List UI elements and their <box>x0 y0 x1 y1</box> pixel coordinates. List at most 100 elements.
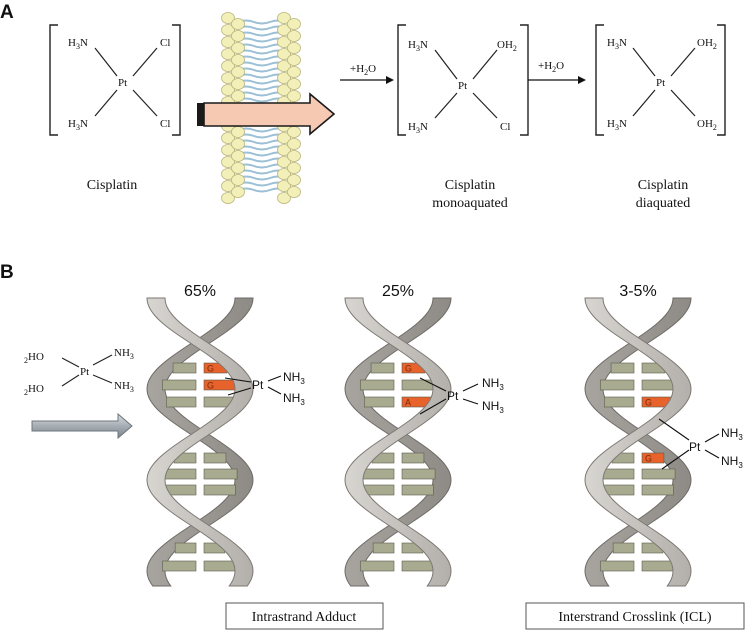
platinum-atom: Pt <box>447 389 459 403</box>
crosslink-percent: 3-5% <box>619 283 656 300</box>
base-pair <box>166 396 197 408</box>
base-pair <box>401 560 436 572</box>
lipid-head <box>231 162 245 174</box>
lipid-head <box>277 168 291 180</box>
lipid-head <box>287 90 301 102</box>
lipid-tail <box>237 97 287 103</box>
lipid-head <box>231 150 245 162</box>
lipid-head <box>287 54 301 66</box>
chloride-ligand: Cl <box>500 121 510 133</box>
nucleotide-label: G <box>405 364 412 374</box>
base-pair <box>360 379 395 391</box>
left-bracket <box>397 24 406 136</box>
base-pair <box>641 468 676 480</box>
dna-helix-intrastrand-gg: GG <box>146 297 254 587</box>
base-pair <box>600 379 635 391</box>
lipid-head <box>287 186 301 198</box>
platinum-atom: Pt <box>80 366 89 378</box>
lipid-head <box>221 48 235 60</box>
bond <box>94 47 118 77</box>
nucleotide-label: G <box>207 381 214 391</box>
lipid-head <box>221 132 235 144</box>
chloride-ligand: Cl <box>160 118 170 130</box>
arrow-tail-cap <box>197 103 204 126</box>
interstrand-label-box: Interstrand Crosslink (ICL) <box>525 602 745 630</box>
lipid-tail <box>237 169 287 175</box>
lipid-head <box>277 72 291 84</box>
lipid-head <box>221 144 235 156</box>
lipid-head <box>287 162 301 174</box>
lipid-head <box>221 180 235 192</box>
dna-backbone-front <box>344 297 452 587</box>
arrow-body <box>203 92 336 136</box>
base-pair <box>203 484 236 496</box>
ammine-ligand: NH3 <box>283 370 305 386</box>
nucleotide-label: G <box>645 398 652 408</box>
lipid-tail <box>237 73 287 79</box>
base-pair <box>172 362 197 374</box>
base-pair <box>641 484 674 496</box>
lipid-head <box>231 90 245 102</box>
base-pair <box>162 560 197 572</box>
lipid-head <box>277 180 291 192</box>
cisplatin-caption: Cisplatin <box>87 178 138 193</box>
lipid-head <box>221 36 235 48</box>
lipid-head <box>231 138 245 150</box>
left-bracket <box>595 24 604 136</box>
ammine-ligand: H3N <box>68 37 88 51</box>
lipid-head <box>287 126 301 138</box>
ammine-ligand: NH3 <box>114 347 134 361</box>
lipid-head <box>277 156 291 168</box>
base-pair <box>600 560 635 572</box>
ammine-ligand: H3N <box>607 118 627 132</box>
nucleotide-label: A <box>405 398 411 408</box>
lipid-head <box>231 42 245 54</box>
lipid-tail <box>237 37 287 43</box>
lipid-head <box>277 36 291 48</box>
lipid-head <box>231 126 245 138</box>
ammine-ligand: NH3 <box>283 391 305 407</box>
aqua-ligand: OH2 <box>697 37 717 51</box>
base-pair <box>360 560 395 572</box>
hydroxo-ligand: 2HO <box>24 351 44 365</box>
lipid-head <box>221 12 235 24</box>
lipid-head <box>277 24 291 36</box>
cisplatin-structure: Pt H3N Cl H3N Cl <box>49 24 181 136</box>
lipid-head <box>221 24 235 36</box>
nucleotide-label: G <box>645 454 652 464</box>
hydration-arrow-1: +H2O <box>340 63 394 84</box>
base-pair <box>203 560 238 572</box>
lipid-head <box>287 138 301 150</box>
base-pair <box>203 452 227 464</box>
chloride-ligand: Cl <box>160 37 170 49</box>
ammine-ligand: H3N <box>408 39 428 53</box>
ammine-ligand: NH3 <box>482 376 504 392</box>
base-pair <box>401 468 436 480</box>
base-pair <box>604 396 635 408</box>
lipid-head <box>231 174 245 186</box>
lipid-head <box>277 60 291 72</box>
bond <box>132 89 158 117</box>
left-bracket <box>49 24 58 136</box>
cell-membrane <box>221 12 301 204</box>
base-pair <box>641 379 676 391</box>
ammine-ligand: H3N <box>68 118 88 132</box>
lipid-head <box>221 168 235 180</box>
lipid-head <box>231 54 245 66</box>
base-pair <box>203 468 238 480</box>
lipid-head <box>277 84 291 96</box>
dna-backbone-front <box>584 297 692 587</box>
lipid-head <box>221 72 235 84</box>
lipid-head <box>287 66 301 78</box>
hydroxo-ligand: 2HO <box>24 383 44 397</box>
right-bracket <box>717 24 726 136</box>
lipid-head <box>221 156 235 168</box>
lipid-tail <box>237 85 287 91</box>
lipid-tail <box>237 145 287 151</box>
lipid-head <box>221 60 235 72</box>
monoaquated-caption-line1: Cisplatin <box>445 178 496 193</box>
lipid-head <box>231 66 245 78</box>
interstrand-label: Interstrand Crosslink (ICL) <box>558 610 712 625</box>
platinum-atom: Pt <box>689 440 701 454</box>
lipid-tail <box>237 181 287 187</box>
